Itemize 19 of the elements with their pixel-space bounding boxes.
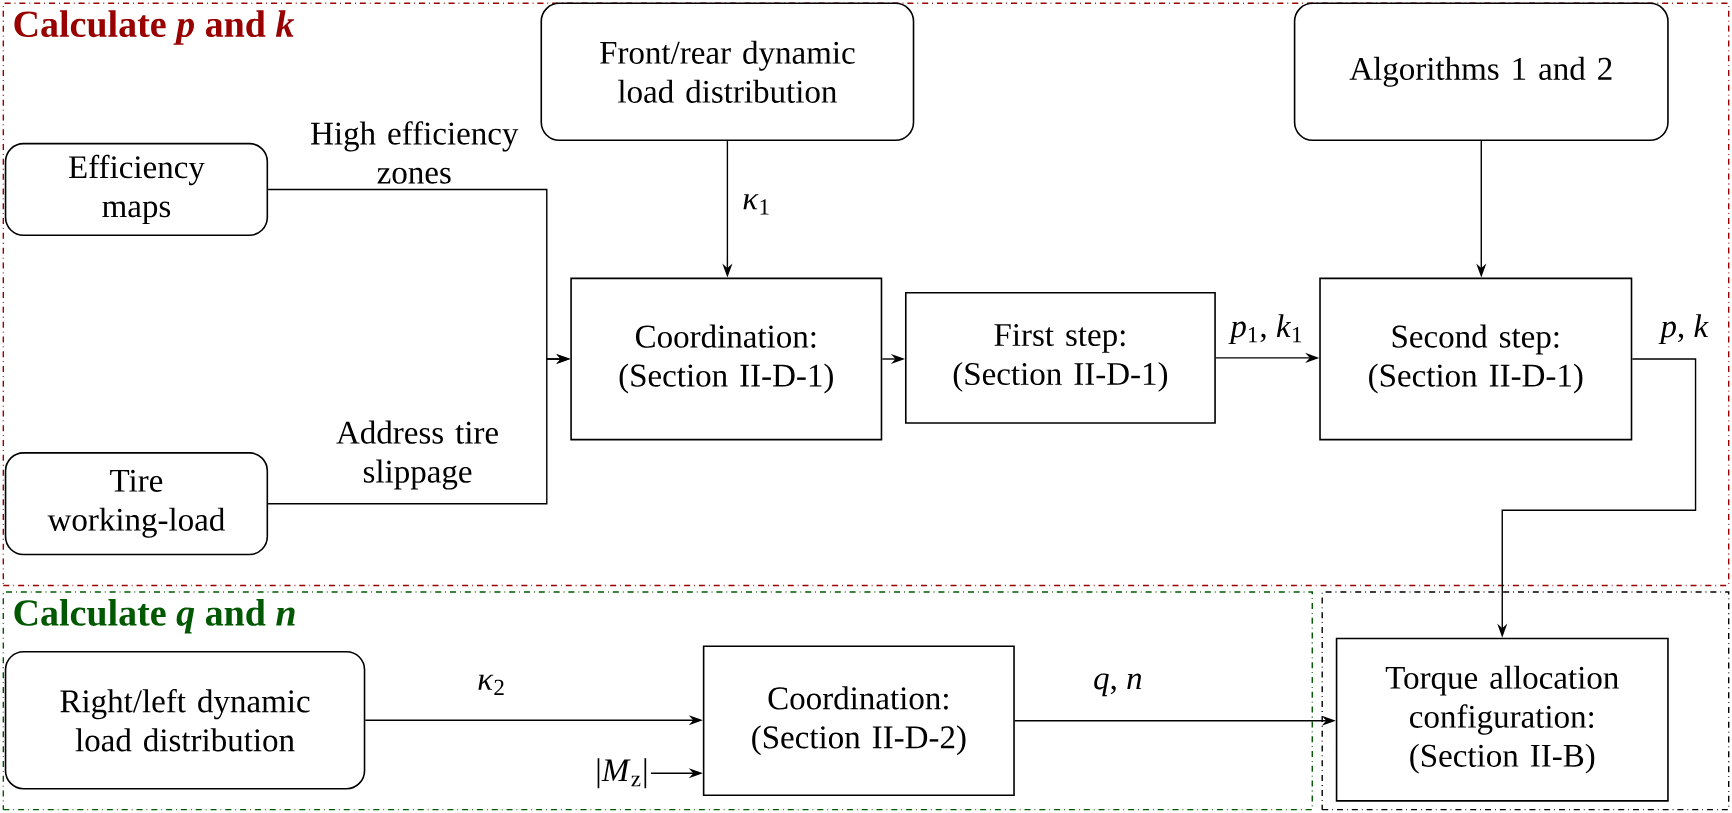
- input-label: |M$_{z}$|: [597, 758, 647, 789]
- process-box: First step: (Section II-D-1): [905, 291, 1216, 424]
- edge-label: κ$_{1}$: [743, 194, 769, 215]
- edge-label: κ$_{2}$: [478, 674, 504, 695]
- panel-frame: [1321, 591, 1730, 811]
- edge-label: p, k: [1658, 314, 1709, 345]
- rounded-box: Tire working-load: [4, 452, 269, 556]
- rounded-box: Right/left dynamic load distribution: [4, 650, 366, 790]
- edge-label: Address tire slippage: [336, 420, 498, 490]
- process-box: Coordination: (Section II-D-1): [570, 277, 883, 441]
- rounded-box: Algorithms 1 and 2: [1293, 2, 1669, 142]
- edge-label: High efficiency zones: [311, 121, 519, 184]
- edge-label: q, n: [1094, 673, 1142, 697]
- process-box: Second step: (Section II-D-1): [1319, 277, 1633, 441]
- rounded-box: Efficiency maps: [4, 142, 269, 237]
- process-box: Torque allocation configuration: (Section II-B): [1335, 637, 1669, 802]
- edge-label: p$_{1}$, k$_{1}$: [1228, 314, 1302, 345]
- process-box: Coordination: (Section II-D-2): [702, 645, 1015, 797]
- rounded-box: Front/rear dynamic load distribution: [540, 2, 915, 142]
